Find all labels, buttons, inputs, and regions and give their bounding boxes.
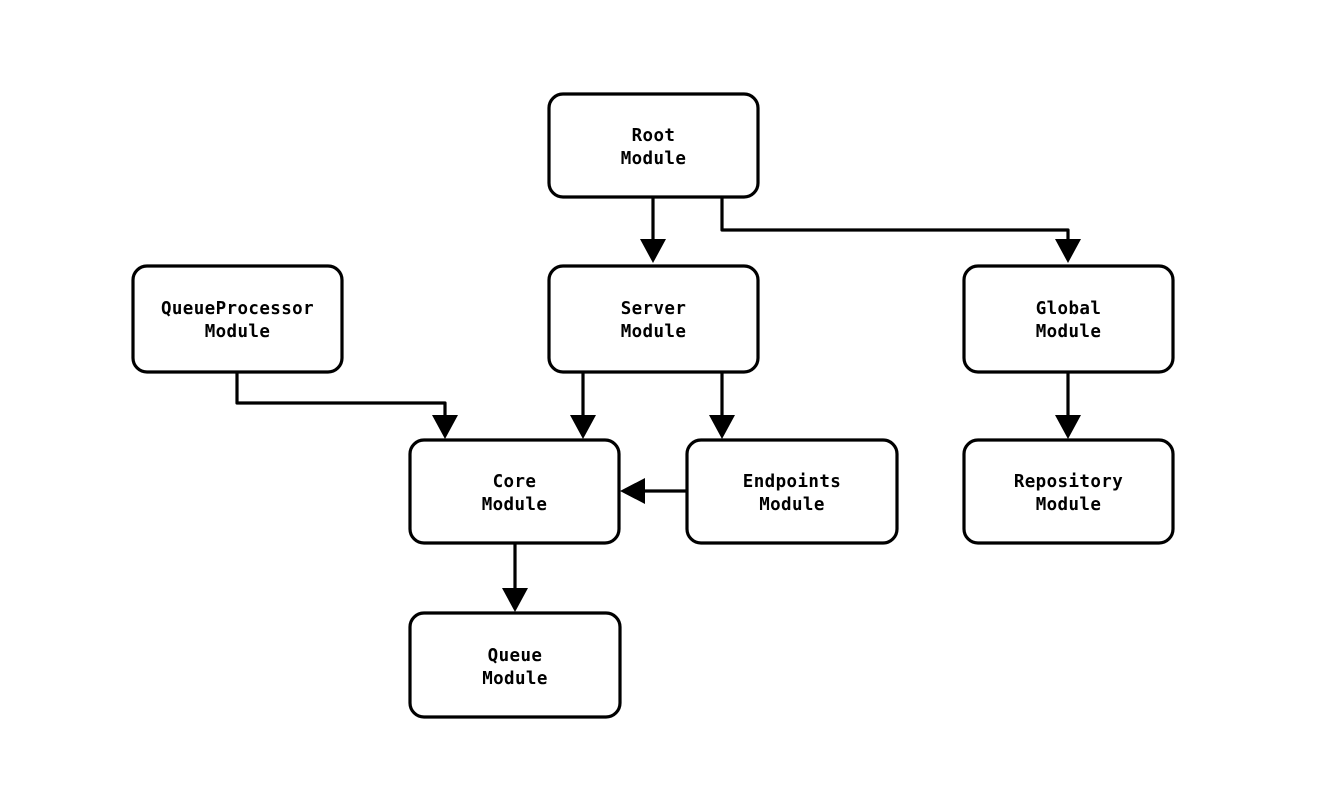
node-server-label-line2: Module bbox=[621, 322, 687, 342]
edge-server-to-endpoints-arrowhead bbox=[709, 415, 735, 439]
node-queueprocessor-box[interactable] bbox=[131, 264, 344, 374]
node-queue-box[interactable] bbox=[408, 611, 622, 719]
node-global-label-line1: Global bbox=[1036, 299, 1102, 319]
node-global[interactable]: Global Module bbox=[962, 264, 1175, 374]
node-global-label-line2: Module bbox=[1036, 322, 1102, 342]
node-queue-label-line1: Queue bbox=[488, 646, 543, 666]
node-layer: Root Module QueueProcessor Module Server… bbox=[131, 92, 1175, 719]
node-core[interactable]: Core Module bbox=[408, 438, 621, 545]
edge-root-to-global bbox=[720, 197, 1081, 263]
node-root-box[interactable] bbox=[547, 92, 760, 199]
node-queue-label-line2: Module bbox=[482, 669, 548, 689]
node-repository-label-line1: Repository bbox=[1014, 472, 1123, 492]
edge-global-to-repository bbox=[1055, 372, 1081, 439]
edge-core-to-queue-arrowhead bbox=[502, 588, 528, 612]
node-repository[interactable]: Repository Module bbox=[962, 438, 1175, 545]
edge-root-to-global-line bbox=[720, 197, 1070, 245]
edge-root-to-server-arrowhead bbox=[640, 239, 666, 263]
node-server-box[interactable] bbox=[547, 264, 760, 374]
node-queueprocessor[interactable]: QueueProcessor Module bbox=[131, 264, 344, 374]
node-core-box[interactable] bbox=[408, 438, 621, 545]
node-queueprocessor-label-line1: QueueProcessor bbox=[161, 299, 314, 319]
node-endpoints-label-line1: Endpoints bbox=[743, 472, 841, 492]
edge-server-to-endpoints bbox=[709, 372, 735, 439]
node-core-label-line2: Module bbox=[482, 495, 548, 515]
edge-endpoints-to-core-arrowhead bbox=[620, 478, 645, 504]
node-server-label-line1: Server bbox=[621, 299, 687, 319]
node-repository-label-line2: Module bbox=[1036, 495, 1102, 515]
edge-root-to-server bbox=[640, 197, 666, 263]
edge-endpoints-to-core bbox=[620, 478, 687, 504]
edge-root-to-global-arrowhead bbox=[1055, 239, 1081, 263]
node-queueprocessor-label-line2: Module bbox=[205, 322, 271, 342]
node-endpoints-label-line2: Module bbox=[759, 495, 825, 515]
edge-global-to-repository-arrowhead bbox=[1055, 415, 1081, 439]
edge-core-to-queue bbox=[502, 543, 528, 612]
edge-queueprocessor-to-core-arrowhead bbox=[432, 415, 458, 439]
node-repository-box[interactable] bbox=[962, 438, 1175, 545]
edge-queueprocessor-to-core bbox=[235, 372, 458, 439]
edge-server-to-core-arrowhead bbox=[570, 415, 596, 439]
node-endpoints[interactable]: Endpoints Module bbox=[685, 438, 899, 545]
node-core-label-line1: Core bbox=[493, 472, 537, 492]
edge-layer bbox=[235, 197, 1081, 612]
edge-queueprocessor-to-core-line bbox=[235, 372, 447, 420]
node-queue[interactable]: Queue Module bbox=[408, 611, 622, 719]
node-server[interactable]: Server Module bbox=[547, 264, 760, 374]
node-root[interactable]: Root Module bbox=[547, 92, 760, 199]
node-global-box[interactable] bbox=[962, 264, 1175, 374]
node-endpoints-box[interactable] bbox=[685, 438, 899, 545]
edge-server-to-core bbox=[570, 372, 596, 439]
node-root-label-line2: Module bbox=[621, 149, 687, 169]
node-root-label-line1: Root bbox=[632, 126, 676, 146]
